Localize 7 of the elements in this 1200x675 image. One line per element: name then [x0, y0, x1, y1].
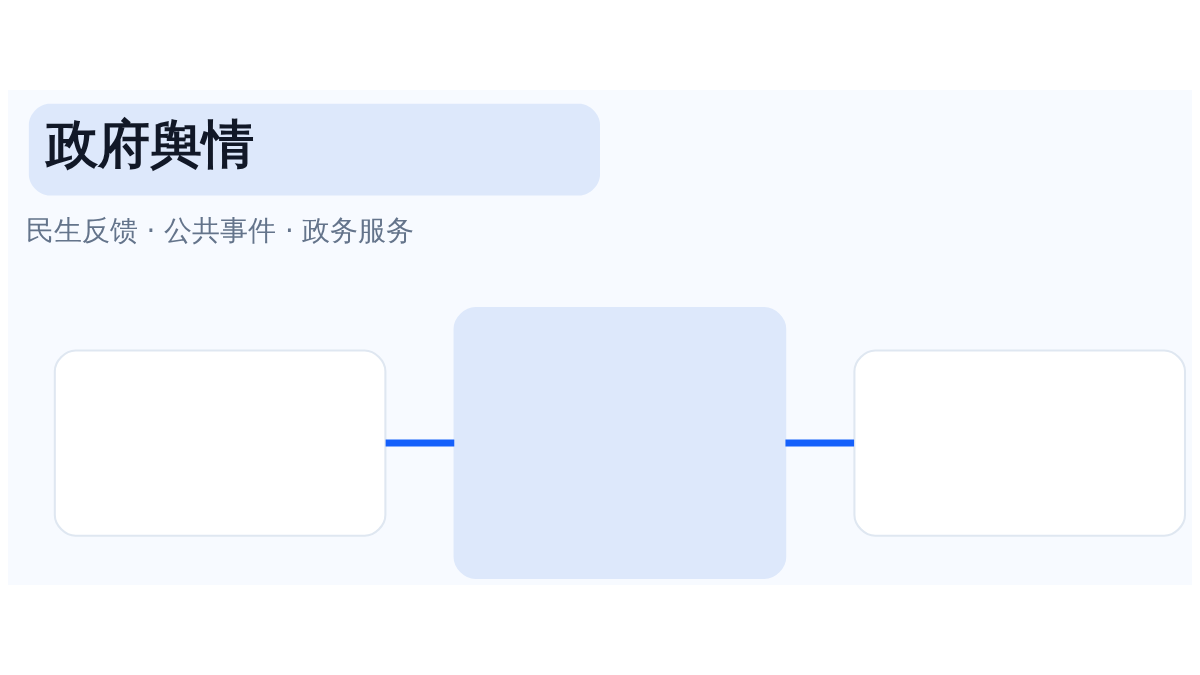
node-box: [453, 307, 787, 580]
node-box: [53, 349, 387, 537]
connector: [785, 439, 855, 447]
connector: [385, 439, 455, 447]
node-box: [853, 349, 1187, 537]
label: 民生反馈 · 公共事件 · 政务服务: [25, 214, 415, 248]
diagram-title: 政府舆情: [46, 113, 255, 174]
